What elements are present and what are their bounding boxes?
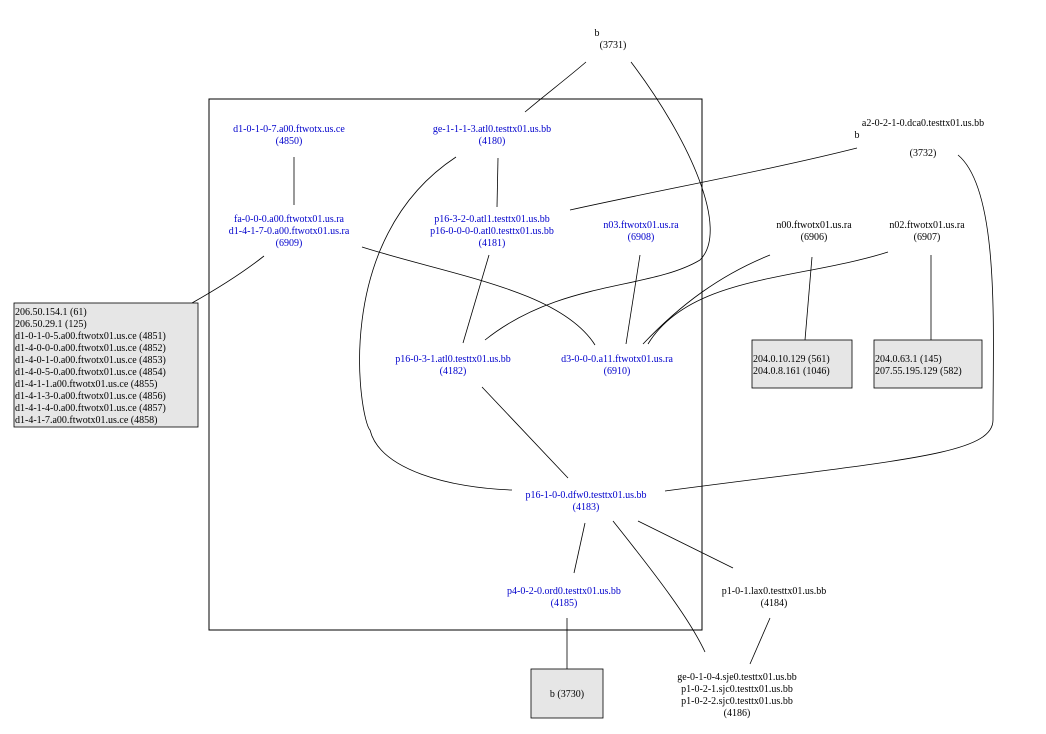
node-label-line: (6907) [914, 232, 941, 243]
node-label-line: p4-0-2-0.ord0.testtx01.us.bb [507, 586, 621, 597]
node-label-line: ge-1-1-1-3.atl0.testtx01.us.bb [433, 124, 551, 135]
node-label-line: (4182) [440, 366, 467, 377]
node-ge-sjc: ge-0-1-0-4.sje0.testtx01.us.bbp1-0-2-1.s… [677, 672, 796, 719]
box-line: d1-4-0-0-0.a00.ftwotx01.us.ce (4852) [15, 343, 166, 354]
edge-b-ge-atl [524, 61, 587, 113]
box-line: d1-4-1-4-0.a00.ftwotx01.us.ce (4857) [15, 403, 166, 414]
box-line: d1-4-1-7.a00.ftwotx01.us.ce (4858) [15, 415, 157, 426]
edge-p1lax-sjc [749, 617, 771, 665]
edge-p16dfw-p4 [573, 522, 586, 574]
node-p16-dfw: p16-1-0-0.dfw0.testtx01.us.bb(4183) [525, 490, 646, 513]
node-label-line: p1-0-2-1.sjc0.testtx01.us.bb [681, 684, 793, 695]
edge-b-p16-03 [484, 61, 711, 341]
node-label-line: n00.ftwotx01.us.ra [776, 220, 852, 231]
node-label-line: (4186) [724, 708, 751, 719]
node-n02: n02.ftwotx01.us.ra(6907) [889, 220, 965, 243]
node-label-line: (4180) [479, 136, 506, 147]
node-ge-atl: ge-1-1-1-3.atl0.testtx01.us.bb(4180) [433, 124, 551, 147]
node-fa: fa-0-0-0.a00.ftwotx01.us.rad1-4-1-7-0.a0… [229, 214, 350, 249]
b-box: b (3730) [530, 668, 604, 719]
node-n00: n00.ftwotx01.us.ra(6906) [776, 220, 852, 243]
box-line: d1-4-0-1-0.a00.ftwotx01.us.ce (4853) [15, 355, 166, 366]
node-label-line: d1-0-1-0-7.a00.ftwotx.us.ce [233, 124, 345, 135]
edge-fa-leftbox [191, 255, 265, 304]
edge-n02-d3 [647, 251, 889, 345]
node-label-line: (4184) [761, 598, 788, 609]
box-line: d1-0-1-0-5.a00.ftwotx01.us.ce (4851) [15, 331, 166, 342]
node-label-line: (4183) [573, 502, 600, 513]
node-label-line: b [595, 28, 600, 39]
node-label-line: (6908) [628, 232, 655, 243]
box-line: 204.0.63.1 (145) [875, 354, 942, 365]
edge-p16atl1-p16-03 [462, 254, 490, 344]
box-line: 204.0.10.129 (561) [753, 354, 830, 365]
node-p16-03: p16-0-3-1.atl0.testtx01.us.bb(4182) [395, 354, 511, 377]
node-label-line: (4850) [276, 136, 303, 147]
edge-n00-d3 [642, 254, 771, 345]
node-label-line: (6906) [801, 232, 828, 243]
node-label-line: n02.ftwotx01.us.ra [889, 220, 965, 231]
edge-ge-atl-p16-dfw [359, 156, 513, 491]
node-label-line: (3731) [600, 40, 627, 51]
node-label-line: fa-0-0-0.a00.ftwotx01.us.ra [234, 214, 345, 225]
node-label-line: p16-0-0-0-0.atl0.testtx01.us.bb [430, 226, 554, 237]
node-label-line: (3732) [910, 148, 937, 159]
edge-p16-03-p16-dfw [481, 386, 569, 479]
edge-fa-d3 [361, 246, 596, 346]
node-label-line: (6909) [276, 238, 303, 249]
node-label-line: (6910) [604, 366, 631, 377]
node-label-line: n03.ftwotx01.us.ra [603, 220, 679, 231]
box-line: d1-4-1-3-0.a00.ftwotx01.us.ce (4856) [15, 391, 166, 402]
node-label-line: p16-0-3-1.atl0.testtx01.us.bb [395, 354, 511, 365]
node-label-line: b [855, 130, 860, 141]
edge-p16dfw-sjc [612, 520, 706, 653]
edge-n00-n00box [804, 256, 813, 341]
edge-a2-p16-dfw [664, 154, 994, 492]
node-p1-lax: p1-0-1.lax0.testtx01.us.bb(4184) [722, 586, 826, 609]
node-label-line: p1-0-1.lax0.testtx01.us.bb [722, 586, 826, 597]
box-line: 207.55.195.129 (582) [875, 366, 962, 377]
edge-p16dfw-p1lax [637, 520, 734, 569]
node-n03: n03.ftwotx01.us.ra(6908) [603, 220, 679, 243]
cluster-frame [208, 98, 703, 631]
node-labels: b(3731)a2-0-2-1-0.dca0.testtx01.us.bbb(3… [229, 28, 984, 719]
node-b-top: b(3731) [595, 28, 627, 51]
node-a2: a2-0-2-1-0.dca0.testtx01.us.bbb (3732) [855, 118, 985, 159]
edge-a2-p16-atl1 [569, 147, 858, 211]
node-label-line: a2-0-2-1-0.dca0.testtx01.us.bb [862, 118, 984, 129]
node-d3: d3-0-0-0.a11.ftwotx01.us.ra(6910) [561, 354, 673, 377]
node-label-line: ge-0-1-0-4.sje0.testtx01.us.bb [677, 672, 796, 683]
n02-box: 204.0.63.1 (145)207.55.195.129 (582) [873, 339, 983, 389]
node-label-line: p1-0-2-2.sjc0.testtx01.us.bb [681, 696, 793, 707]
node-label-line: p16-1-0-0.dfw0.testtx01.us.bb [525, 490, 646, 501]
node-p16-atl1: p16-3-2-0.atl1.testtx01.us.bbp16-0-0-0-0… [430, 214, 554, 249]
node-label-line: (4181) [479, 238, 506, 249]
edges [191, 61, 994, 669]
n00-box: 204.0.10.129 (561)204.0.8.161 (1046) [751, 339, 853, 389]
node-label-line: d1-4-1-7-0.a00.ftwotx01.us.ra [229, 226, 350, 237]
box-line: 206.50.154.1 (61) [15, 307, 87, 318]
box-line: d1-4-1-1.a00.ftwotx01.us.ce (4855) [15, 379, 157, 390]
node-p4: p4-0-2-0.ord0.testtx01.us.bb(4185) [507, 586, 621, 609]
box-line: 206.50.29.1 (125) [15, 319, 87, 330]
edge-n03-d3 [625, 254, 641, 345]
box-line: d1-4-0-5-0.a00.ftwotx01.us.ce (4854) [15, 367, 166, 378]
node-label-line: (4185) [551, 598, 578, 609]
node-d1-ce: d1-0-1-0-7.a00.ftwotx.us.ce(4850) [233, 124, 345, 147]
node-label-line: d3-0-0-0.a11.ftwotx01.us.ra [561, 354, 673, 365]
left-list-box: 206.50.154.1 (61)206.50.29.1 (125)d1-0-1… [13, 302, 199, 428]
box-line: b (3730) [550, 689, 584, 700]
box-line: 204.0.8.161 (1046) [753, 366, 830, 377]
node-label-line: p16-3-2-0.atl1.testtx01.us.bb [434, 214, 550, 225]
edge-ge-atl-p16-atl1 [496, 157, 499, 208]
